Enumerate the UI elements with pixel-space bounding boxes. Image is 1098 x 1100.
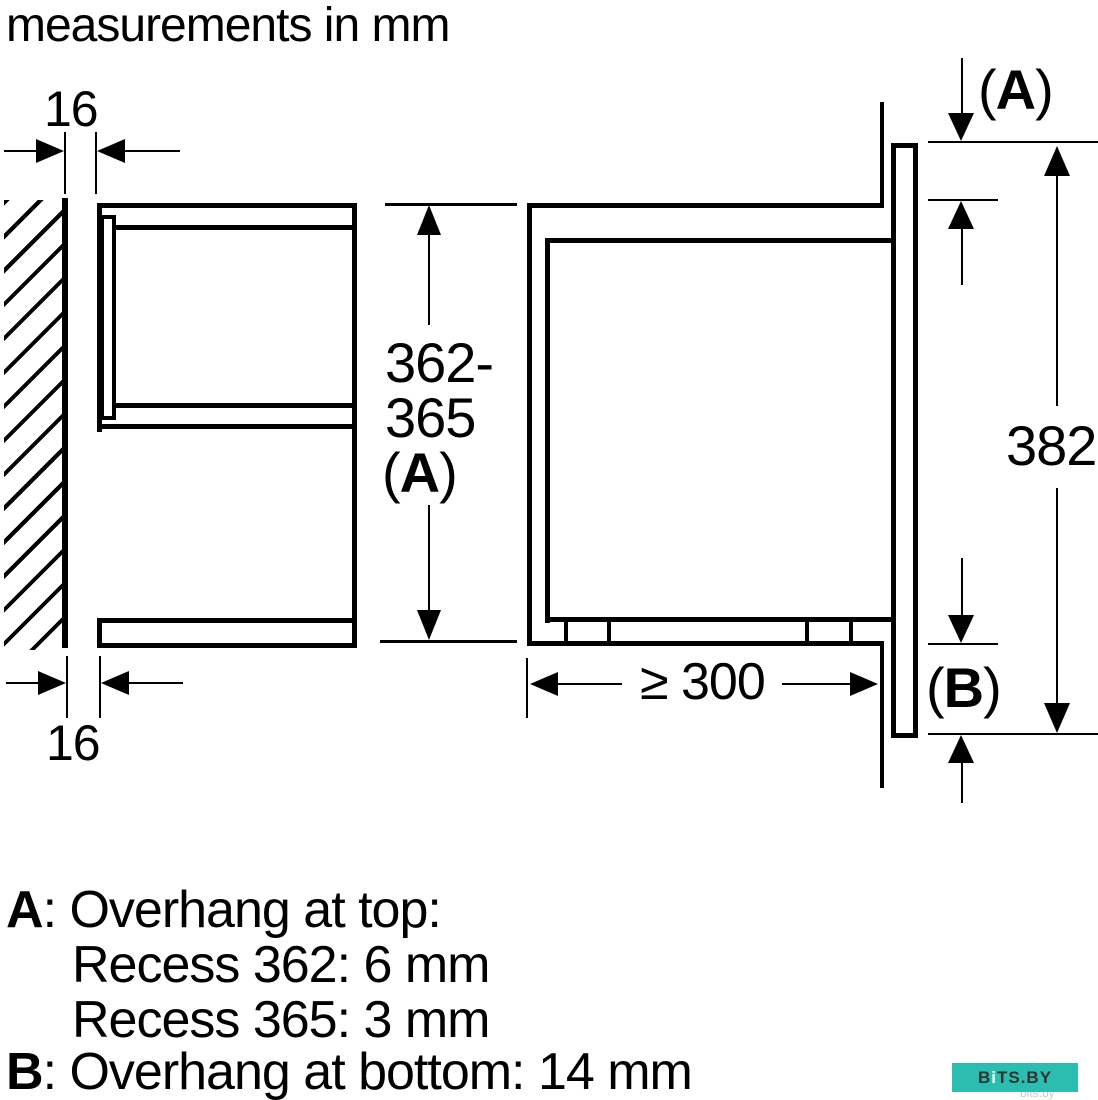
trim-frame-bar: [891, 143, 918, 738]
dim-overhang-top-shaft-lower: [961, 229, 963, 285]
dim-gap-top-ext-right: [95, 132, 97, 194]
dim-niche-value-line2: 365: [385, 386, 476, 449]
dim-gap-bottom-shaft-left: [6, 682, 40, 684]
appliance-inner-bottom-line: [545, 617, 894, 622]
watermark-text-part1: B: [977, 1067, 992, 1087]
paren-open: (: [926, 656, 945, 719]
dim-gap-bottom-ext-right: [99, 656, 101, 718]
arrow-right-icon: [38, 671, 66, 695]
cabinet-left-line: [97, 203, 102, 432]
dim-overhang-top-ref-upper: [928, 141, 1098, 143]
cabinet-topboard-bottom-line: [112, 225, 357, 230]
appliance-outer-top-line: [527, 203, 884, 208]
dim-gap-bottom-value: 16: [46, 715, 101, 771]
dim-overhang-top-shaft-upper: [961, 58, 963, 115]
legend-line-b: B: Overhang at bottom: 14 mm: [6, 1043, 693, 1100]
dim-overhang-top-ref-lower: [928, 199, 998, 201]
appliance-foot-left-a: [564, 620, 568, 643]
arrow-down-icon: [417, 610, 441, 640]
paren-close: ): [1035, 58, 1054, 121]
dim-gap-top-shaft-left: [4, 150, 38, 152]
dim-frame-height-ref-bottom: [928, 733, 1098, 735]
legend-key-a: A: [6, 881, 44, 939]
dim-overhang-top-label: (A): [978, 62, 1054, 118]
dim-depth-ext-left: [526, 658, 528, 718]
dim-niche-value-line1: 362-: [385, 331, 494, 394]
dim-depth-shaft-right: [782, 683, 850, 685]
dim-niche-ref-bottom: [380, 640, 517, 643]
dim-gap-top-shaft-right: [125, 150, 180, 152]
label-a-letter: A: [995, 58, 1036, 121]
legend-text-a: : Overhang at top:: [42, 881, 442, 939]
arrow-right-icon: [850, 672, 878, 696]
paren-open: (: [382, 441, 401, 504]
legend-key-b: B: [6, 1043, 44, 1100]
arrow-up-icon: [948, 735, 974, 763]
dim-gap-top-ext-left: [64, 132, 66, 194]
dim-overhang-bottom-label: (B): [926, 660, 1002, 716]
legend-text-b: : Overhang at bottom: 14 mm: [42, 1043, 693, 1100]
dim-gap-bottom-ext-left: [66, 656, 68, 718]
legend-line-a: A: Overhang at top:: [6, 881, 442, 939]
appliance-outer-left-line: [527, 203, 532, 646]
wall-hatching: [4, 200, 62, 650]
arrow-right-icon: [36, 139, 64, 163]
dim-niche-ref-top: [385, 203, 517, 206]
dim-frame-height-shaft-top: [1056, 174, 1058, 406]
cabinet-back-strip: [100, 215, 116, 420]
dim-gap-top-value: 16: [44, 81, 99, 137]
appliance-foot-right-b: [849, 620, 853, 643]
arrow-down-icon: [1044, 703, 1070, 733]
paren-close: ): [439, 441, 458, 504]
wall-line: [62, 198, 68, 648]
arrow-left-icon: [530, 672, 558, 696]
label-b-letter: B: [943, 656, 984, 719]
dim-overhang-bottom-shaft-upper: [961, 558, 963, 615]
page-title: measurements in mm: [6, 0, 450, 52]
plinth-top-line: [97, 618, 357, 623]
appliance-outer-bottom-line: [527, 641, 884, 646]
dim-depth-value: ≥ 300: [640, 653, 766, 711]
appliance-foot-left-b: [607, 620, 611, 643]
appliance-inner-top-line: [545, 238, 894, 243]
paren-close: ): [983, 656, 1002, 719]
paren-open: (: [978, 58, 997, 121]
cabinet-front-lower-line: [880, 641, 884, 788]
arrow-down-icon: [948, 615, 974, 643]
shelf-bottom-line: [100, 424, 357, 429]
arrow-up-icon: [1044, 146, 1070, 176]
dim-depth-shaft-left: [558, 683, 622, 685]
arrow-up-icon: [948, 201, 974, 229]
watermark-text-part3: TS.BY: [996, 1067, 1053, 1087]
plinth-left-line: [97, 618, 102, 648]
arrow-left-icon: [101, 671, 129, 695]
dim-frame-height-value: 382: [1006, 414, 1097, 477]
dim-gap-bottom-shaft-right: [129, 682, 183, 684]
dim-niche-shaft-bottom: [428, 505, 430, 610]
cabinet-top-line: [97, 203, 357, 208]
legend-recess-362: Recess 362: 6 mm: [72, 936, 490, 994]
appliance-foot-right-a: [805, 620, 809, 643]
appliance-inner-left-line: [545, 238, 550, 623]
dim-overhang-bottom-shaft-lower: [961, 763, 963, 803]
dim-niche-label-a: (A): [382, 445, 458, 501]
shelf-top-line: [112, 403, 357, 408]
dim-niche-shaft-top: [428, 230, 430, 325]
arrow-left-icon: [97, 139, 125, 163]
watermark-text-part2: i: [991, 1067, 997, 1087]
legend-recess-365: Recess 365: 3 mm: [72, 991, 490, 1049]
label-a-letter: A: [399, 441, 440, 504]
plinth-bottom-line: [97, 643, 357, 648]
arrow-down-icon: [948, 113, 974, 141]
dim-frame-height-shaft-bottom: [1056, 488, 1058, 707]
cabinet-front-upper-line: [880, 102, 884, 207]
dim-overhang-bottom-ref-upper: [928, 643, 998, 645]
